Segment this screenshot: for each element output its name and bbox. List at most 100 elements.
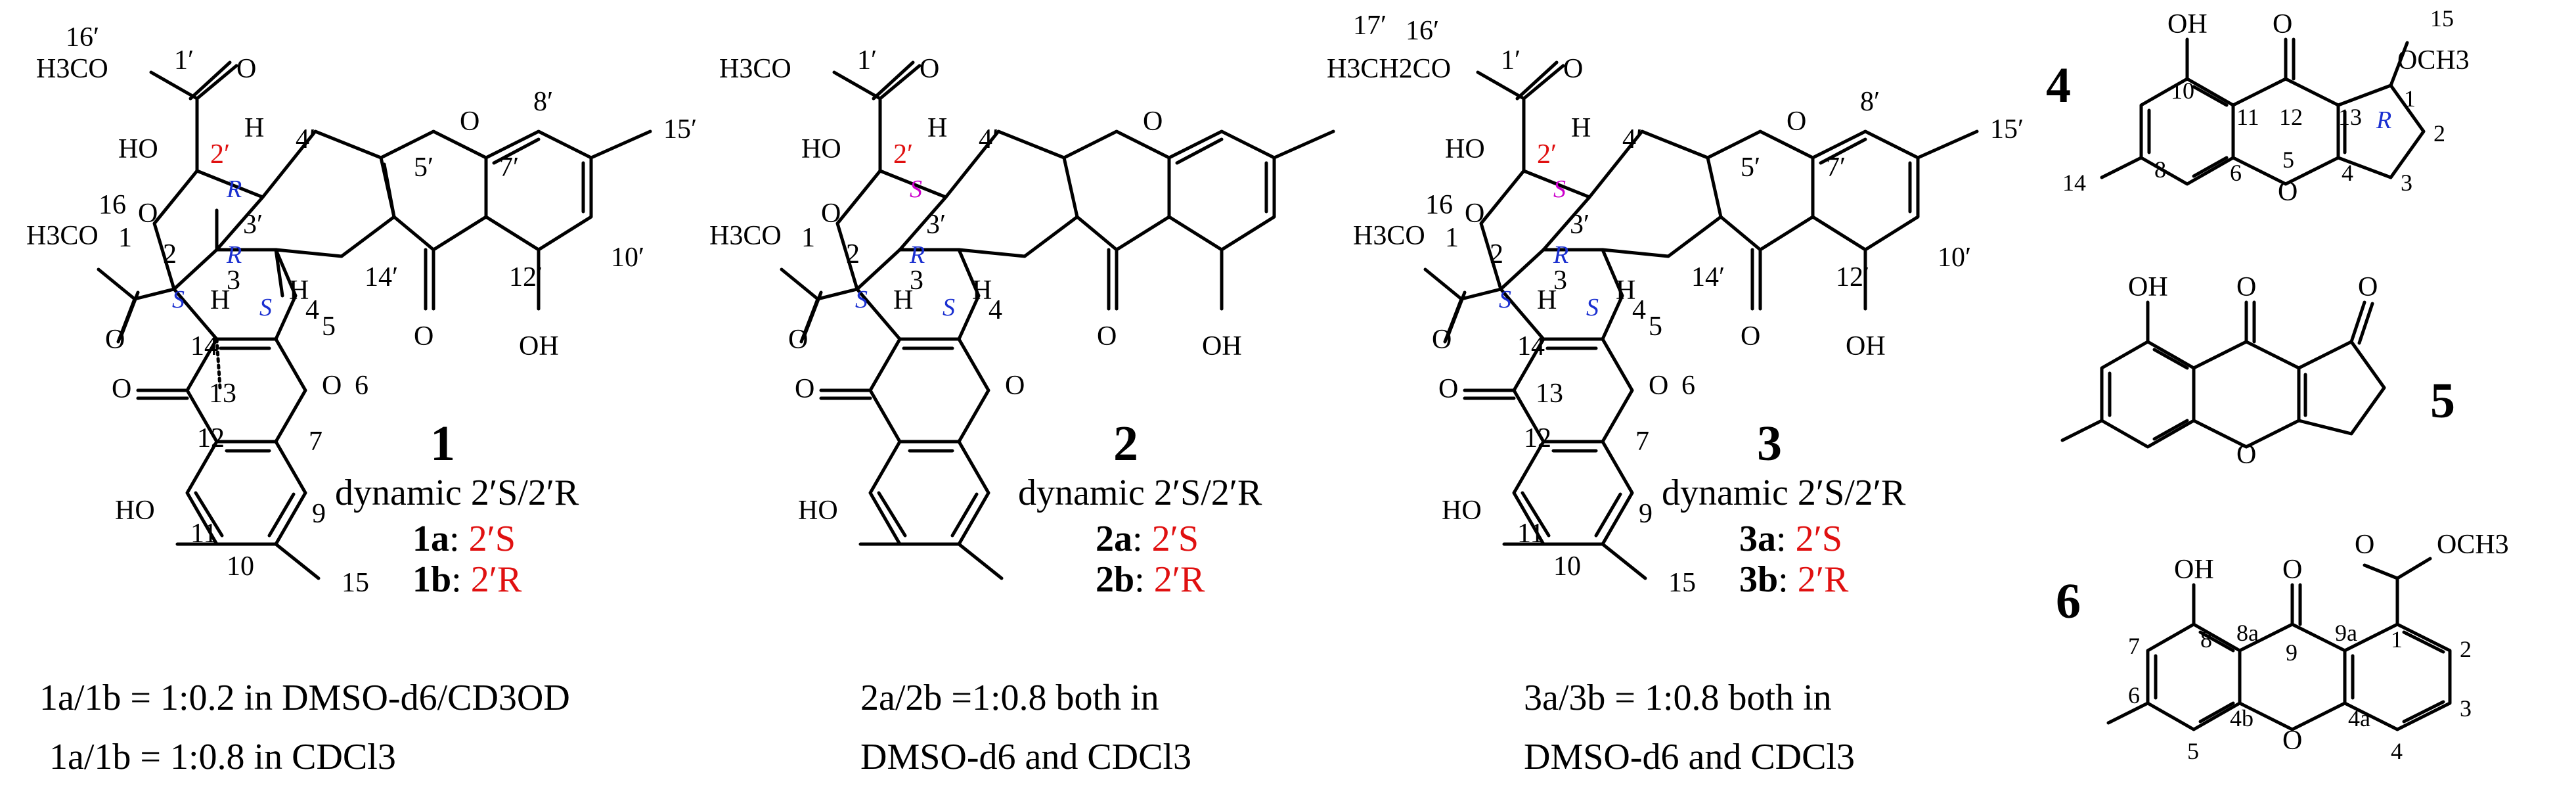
- label-o-top-c3: O: [1563, 54, 1583, 84]
- compound-1a-label: 1a: [412, 519, 449, 559]
- label-16p-c3: 16′: [1406, 16, 1439, 46]
- label-13-c3: 13: [1536, 379, 1563, 409]
- label-r-3-c2: R: [909, 241, 925, 269]
- label-4a-c6: 4a: [2348, 705, 2370, 731]
- label-1-c3: 1: [1445, 223, 1459, 253]
- label-h3co-top: H3CO: [36, 54, 108, 84]
- compound-4-number: 4: [2046, 58, 2071, 113]
- label-11-c3: 11: [1517, 519, 1543, 549]
- label-h3co-c2: H3CO: [719, 54, 791, 84]
- label-o13-c2: O: [795, 374, 814, 404]
- compound-3-number: 3: [1757, 416, 1782, 471]
- label-1-c2: 1: [801, 223, 815, 253]
- compound-1a-line: 1a: 2′S: [412, 519, 516, 559]
- label-o-lactone: O: [138, 198, 158, 229]
- label-h-4: H: [289, 275, 309, 306]
- label-o-c5: O: [2236, 272, 2256, 302]
- label-2-c6: 2: [2460, 636, 2472, 662]
- label-h-c2: H: [927, 113, 947, 143]
- label-12p: 12′: [509, 262, 543, 292]
- label-2-c2: 2: [846, 239, 860, 269]
- compound-3b-conf: 2′R: [1798, 559, 1849, 600]
- label-h4-c3: H: [1616, 275, 1635, 306]
- label-8-c4: 8: [2154, 156, 2166, 183]
- label-h3-c3: H: [1537, 285, 1557, 315]
- label-12: 12: [197, 423, 225, 453]
- label-10p-c3: 10′: [1938, 242, 1971, 273]
- label-9-c6: 9: [2286, 639, 2298, 666]
- label-oh-c2: OH: [1202, 331, 1242, 361]
- label-5p-c3: 5′: [1741, 152, 1760, 183]
- label-12p-c3: 12′: [1836, 262, 1869, 292]
- label-10-c3: 10: [1553, 551, 1581, 582]
- label-s-2: S: [172, 286, 185, 313]
- label-15-c3: 15: [1668, 568, 1696, 598]
- compound-1b-line: 1b: 2′R: [412, 559, 522, 600]
- label-o-xanthone-c2: O: [1097, 321, 1117, 352]
- label-7: 7: [309, 427, 322, 457]
- label-r-3: R: [226, 241, 242, 269]
- label-12-c3: 12: [1524, 423, 1551, 453]
- label-o-xanthone: O: [414, 321, 433, 352]
- label-4-c3: 4: [1632, 295, 1646, 325]
- label-13: 13: [209, 379, 236, 409]
- label-ho-c3: HO: [1445, 134, 1485, 164]
- label-h3co-mid: H3CO: [26, 221, 99, 251]
- label-o-ring-c6: O: [2282, 726, 2302, 756]
- label-8a-c6: 8a: [2236, 620, 2259, 646]
- label-5: 5: [322, 311, 336, 342]
- label-ho-c2: HO: [801, 134, 841, 164]
- label-o-top: O: [236, 54, 256, 84]
- label-2p-c2: 2′: [893, 139, 913, 170]
- label-och3-c6: OCH3: [2437, 530, 2509, 560]
- label-5-c4: 5: [2282, 147, 2294, 173]
- label-oh-c6: OH: [2174, 555, 2214, 585]
- compound-6-structure: [2106, 557, 2452, 731]
- label-4-c4: 4: [2342, 160, 2353, 186]
- label-15: 15: [342, 568, 369, 598]
- label-o-top-c2: O: [920, 54, 939, 84]
- label-oh-c5: OH: [2128, 272, 2168, 302]
- compound-1-structure: [97, 60, 652, 580]
- compound-1-ratio-2: 1a/1b = 1:0.8 in CDCl3: [49, 737, 396, 777]
- label-9-c3: 9: [1639, 499, 1653, 529]
- label-14-c4: 14: [2062, 170, 2086, 196]
- label-och3-c4: OCH3: [2397, 45, 2470, 76]
- label-1-c6: 1: [2391, 626, 2403, 653]
- label-16p: 16′: [66, 22, 99, 53]
- label-5-c3: 5: [1649, 311, 1662, 342]
- label-2p: 2′: [210, 139, 230, 170]
- compound-1-dynamic: dynamic 2′S/2′R: [335, 473, 579, 513]
- label-o-c4: O: [2273, 9, 2292, 39]
- label-1p-c3: 1′: [1501, 45, 1521, 76]
- label-4p-c2: 4′: [979, 124, 998, 154]
- compound-2b-label: 2b: [1096, 559, 1134, 600]
- label-h-3: H: [210, 285, 230, 315]
- label-3-c6: 3: [2460, 695, 2472, 722]
- label-4-c6: 4: [2391, 738, 2403, 764]
- label-11-c4: 11: [2236, 104, 2259, 130]
- label-3-c4: 3: [2401, 170, 2412, 196]
- label-15p: 15′: [663, 114, 697, 145]
- compound-2-labels: H3CO 1′ O HO 2′ H 4′ O 3′ S R 3 H 4 H3CO…: [709, 45, 1262, 777]
- compound-1-number: 1: [430, 416, 455, 471]
- label-15p-c3: 15′: [1990, 114, 2024, 145]
- compound-2-structure: [780, 60, 1335, 580]
- label-14-c3: 14: [1517, 331, 1545, 361]
- label-ho-11: HO: [115, 496, 155, 526]
- compound-2-dynamic: dynamic 2′S/2′R: [1018, 473, 1262, 513]
- label-s-3p-c2: S: [910, 175, 922, 203]
- label-s-2-c2: S: [855, 286, 868, 313]
- label-s-3p-c3: S: [1553, 175, 1566, 203]
- label-o-ring-c5: O: [2236, 440, 2256, 470]
- label-8p-c3: 8′: [1860, 87, 1880, 117]
- label-ho-11-c2: HO: [798, 496, 838, 526]
- compound-3a-label: 3a: [1739, 519, 1776, 559]
- compound-2b-line: 2b: 2′R: [1096, 559, 1205, 600]
- label-15-c4: 15: [2430, 5, 2454, 32]
- label-1p: 1′: [174, 45, 194, 76]
- label-3p: 3′: [243, 210, 263, 240]
- label-9a-c6: 9a: [2335, 620, 2357, 646]
- compound-3-dynamic: dynamic 2′S/2′R: [1662, 473, 1906, 513]
- compound-4-structure: [2100, 37, 2426, 186]
